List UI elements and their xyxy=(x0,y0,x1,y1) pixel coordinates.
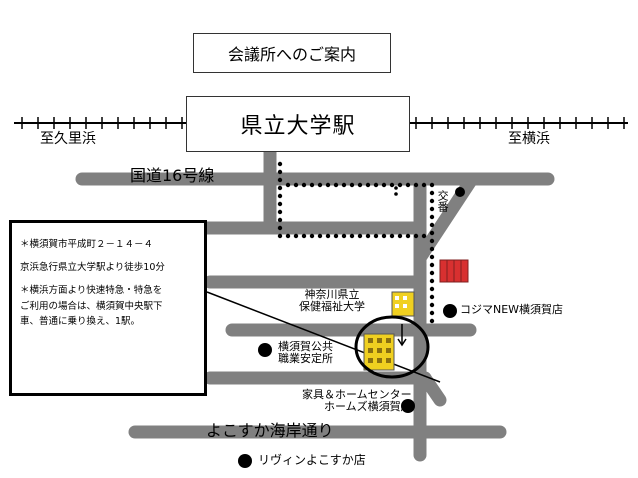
livin-dot xyxy=(238,454,252,468)
pointer-line xyxy=(206,291,441,383)
roads xyxy=(75,145,555,462)
destination-circle xyxy=(354,315,430,379)
arrow-icon xyxy=(397,324,407,347)
info-walk: 京浜急行県立大学駅より徒歩10分 xyxy=(20,262,165,274)
homes-label-line2: ホームズ横須賀店 xyxy=(324,400,412,414)
koban-label: 交番 xyxy=(436,190,450,212)
info-address: ＊横須賀市平成町２－１４－４ xyxy=(20,239,154,250)
university-label-line2: 保健福祉大学 xyxy=(299,300,365,314)
livin-label: リヴィンよこすか店 xyxy=(258,453,366,467)
kojima-dot xyxy=(443,304,457,318)
hello-work-label-line1: 横須賀公共 xyxy=(278,340,333,353)
hello-work-label: 横須賀公共 職業安定所 xyxy=(278,340,333,366)
info-box: ＊横須賀市平成町２－１４－４ 京浜急行県立大学駅より徒歩10分 ＊横浜方面より快… xyxy=(9,220,207,396)
hello-work-dot xyxy=(258,343,272,357)
homes-label-line1: 家具＆ホームセンター xyxy=(302,388,412,401)
university-label: 神奈川県立 保健福祉大学 xyxy=(290,288,374,314)
homes-dot xyxy=(401,399,415,413)
hello-work-label-line2: 職業安定所 xyxy=(278,352,333,366)
info-note-line2: ご利用の場合は、横須賀中央駅下 xyxy=(20,300,163,312)
kojima-building xyxy=(439,259,469,283)
info-note-line1: ＊横浜方面より快速特急・特急を xyxy=(20,285,163,297)
university-label-line1: 神奈川県立 xyxy=(304,288,360,301)
info-note-line3: 車、普通に乗り換え、1駅。 xyxy=(20,315,141,327)
university-building xyxy=(391,291,415,317)
walking-route xyxy=(277,161,435,324)
destination-building xyxy=(363,333,395,371)
homes-label: 家具＆ホームセンター ホームズ横須賀店 xyxy=(302,388,412,414)
kojima-label: コジマNEW横須賀店 xyxy=(460,303,564,316)
page-title: 会議所へのご案内 xyxy=(193,33,391,73)
route-16-label: 国道16号線 xyxy=(130,166,215,185)
rail-direction-east: 至横浜 xyxy=(508,131,550,147)
station-name: 県立大学駅 xyxy=(186,96,410,152)
koban-dot xyxy=(455,187,465,197)
railway xyxy=(14,117,628,129)
rail-direction-west: 至久里浜 xyxy=(40,131,96,147)
coast-road-label: よこすか海岸通り xyxy=(206,421,334,440)
